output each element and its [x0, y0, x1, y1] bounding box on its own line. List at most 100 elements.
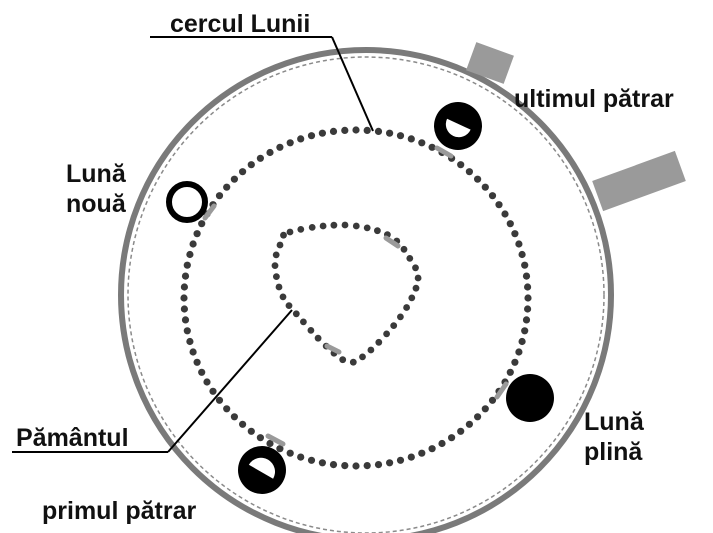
orbit-dot [223, 405, 230, 412]
orbit-dot [194, 230, 201, 237]
earth-dot [350, 359, 357, 366]
earth-dot [397, 314, 404, 321]
earth-dot [315, 335, 322, 342]
orbit-dot [297, 454, 304, 461]
earth-dot [293, 310, 300, 317]
orbit-dot [519, 338, 526, 345]
orbit-dot [182, 316, 189, 323]
orbit-dot [524, 283, 531, 290]
new-moon-icon [169, 184, 205, 220]
earth-dots [272, 222, 422, 366]
orbit-dot [418, 139, 425, 146]
orbit-dot [489, 192, 496, 199]
orbit-dot [209, 388, 216, 395]
earth-dot [277, 242, 284, 249]
orbit-dot [429, 445, 436, 452]
earth-dot [342, 222, 349, 229]
orbit-dot [507, 369, 514, 376]
orbit-dot [276, 144, 283, 151]
orbit-dot [515, 348, 522, 355]
orbit-dot [482, 184, 489, 191]
earth-dot [280, 232, 287, 239]
orbit-dot [190, 240, 197, 247]
orbit-dot [466, 168, 473, 175]
label-earth: Pământul [16, 424, 129, 452]
orbit-dot [501, 210, 508, 217]
orbit-dot [257, 155, 264, 162]
earth-dot [403, 304, 410, 311]
full-moon-icon [506, 374, 554, 422]
earth-dot [297, 226, 304, 233]
orbit-dot [408, 454, 415, 461]
orbit-dot [524, 294, 531, 301]
orbit-dot [466, 421, 473, 428]
label-full-moon-2: plină [584, 438, 642, 466]
label-full-moon-1: Lună [584, 408, 644, 436]
orbit-dot [386, 459, 393, 466]
sunlight-patch-2 [592, 151, 686, 211]
orbit-dot [519, 251, 526, 258]
orbit-dot [180, 294, 187, 301]
earth-dot [375, 339, 382, 346]
orbit-dot [231, 176, 238, 183]
orbit-dot [521, 262, 528, 269]
label-first-quarter: primul pătrar [42, 497, 196, 525]
orbit-dot [523, 316, 530, 323]
earth-dot [273, 252, 280, 259]
orbit-dot [308, 457, 315, 464]
orbit-dot [457, 428, 464, 435]
earth-dot [412, 264, 419, 271]
orbit-dot [319, 459, 326, 466]
orbit-dot [330, 461, 337, 468]
earth-dot [408, 295, 415, 302]
orbit-dot [457, 161, 464, 168]
orbit-dot [397, 457, 404, 464]
orbit-dot [438, 440, 445, 447]
orbit-dot [523, 273, 530, 280]
earth-dot [276, 284, 283, 291]
orbit-dot [198, 220, 205, 227]
orbit-dot [511, 230, 518, 237]
earth-dot [287, 229, 294, 236]
earth-dot [309, 224, 316, 231]
orbit-dot [287, 450, 294, 457]
earth-dot [339, 356, 346, 363]
orbit-dot [308, 132, 315, 139]
orbit-dot [248, 428, 255, 435]
orbit-dot [352, 126, 359, 133]
earth-dot [286, 302, 293, 309]
orbit-dot [408, 135, 415, 142]
orbit-dot [418, 450, 425, 457]
orbit-dot [521, 327, 528, 334]
orbit-dot [198, 369, 205, 376]
orbit-dot [297, 135, 304, 142]
orbit-dot [181, 305, 188, 312]
orbit-dot [474, 176, 481, 183]
moon-orbit-dots [180, 126, 531, 469]
orbit-dot [375, 128, 382, 135]
orbit-dot [182, 273, 189, 280]
orbit-dot [257, 434, 264, 441]
orbit-dot [330, 128, 337, 135]
orbit-dot [495, 201, 502, 208]
orbit-dot [186, 338, 193, 345]
orbit-dot [194, 359, 201, 366]
orbit-dot [287, 139, 294, 146]
orbit-dot [319, 130, 326, 137]
earth-dot [280, 294, 287, 301]
orbit-dot [515, 240, 522, 247]
earth-dot [353, 223, 360, 230]
label-last-quarter: ultimul pătrar [514, 85, 674, 113]
earth-dot [272, 262, 279, 269]
orbit-dot [507, 220, 514, 227]
orbit-dot [239, 168, 246, 175]
first-quarter-moon-icon [238, 446, 286, 494]
last-quarter-moon-icon [434, 102, 482, 150]
label-new-moon-1: Lună [66, 160, 126, 188]
orbit-dot [397, 132, 404, 139]
earth-dot [273, 273, 280, 280]
orbit-dot [186, 251, 193, 258]
orbit-dot [352, 462, 359, 469]
orbit-dot [482, 405, 489, 412]
